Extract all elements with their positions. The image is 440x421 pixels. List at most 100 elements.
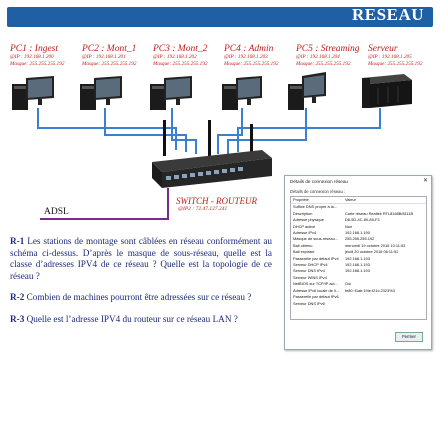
table-cell: jeudi 20 octobre 2016 06:11:52 (345, 249, 399, 255)
table-cell: NetBIOS sur TCP/IP act... (293, 281, 338, 287)
pc5-ip: @IP : 192.168.1.204 (296, 54, 340, 60)
pc1-label: PC1 : Ingest @IP : 192.168.1.200 Masque:… (10, 44, 90, 68)
header-bar (7, 7, 433, 27)
question-text: Les stations de montage sont câblées en … (10, 236, 272, 281)
table-row[interactable]: Passerelle par défaut IPv4 192.168.1.193 (291, 256, 426, 262)
table-cell: Serveur WINS IPv4 (293, 274, 327, 280)
pc1-name: PC1 : Ingest (10, 44, 59, 54)
pc2-ip: @IP : 192.168.1.201 (82, 54, 126, 60)
pc1-mask: Masque: 255.255.255.192 (10, 61, 65, 67)
table-row[interactable]: Serveur DHCP IPv4 192.168.1.193 (291, 262, 426, 268)
pc3-mask: Masque: 255.255.255.192 (153, 61, 208, 67)
dialog-title: Détails de connexion réseau (290, 179, 348, 184)
details-table[interactable]: Propriété Valeur Suffixe DNS propre à la… (290, 196, 427, 320)
server-mask: Masque: 255.255.255.192 (368, 61, 423, 67)
pc4-ip: @IP : 192.168.1.203 (224, 54, 268, 60)
pc2-mask: Masque: 255.255.255.192 (82, 61, 137, 67)
table-cell: Carte réseau Realtek RTL8168B/8111B (345, 210, 414, 216)
table-cell: Adresse physique (293, 217, 324, 223)
table-cell: 192.168.1.193 (345, 262, 370, 268)
header: RESEAU (0, 0, 440, 30)
page-title: RESEAU (352, 5, 424, 24)
cable-pc4 (217, 108, 243, 154)
table-row[interactable]: Passerelle par défaut IPv6 (291, 294, 426, 300)
table-row[interactable]: Bail expirant jeudi 20 octobre 2016 06:11… (291, 249, 426, 255)
table-row[interactable]: Masque de sous-réseau... 255.255.255.192 (291, 236, 426, 242)
pc4-label: PC4 : Admin @IP : 192.168.1.203 Masque: … (224, 44, 304, 68)
column-header: Propriété (293, 197, 309, 202)
pc4-name: PC4 : Admin (224, 44, 274, 54)
table-cell: Bail obtenu (293, 242, 313, 248)
table-cell: Suffixe DNS propre à la... (293, 204, 338, 210)
table-cell: Passerelle par défaut IPv6 (293, 294, 339, 300)
table-cell: fe80::f1ab:1f4e:f21c:2323%3 (345, 287, 395, 293)
switch-label: SWITCH - ROUTEUR (176, 196, 257, 206)
server-name: Serveur (368, 44, 398, 54)
table-row[interactable]: NetBIOS sur TCP/IP act... Oui (291, 281, 426, 287)
cable-pc5 (227, 108, 307, 154)
table-row[interactable]: Serveur WINS IPv4 (291, 275, 426, 281)
pc2-name: PC2 : Mont_1 (82, 44, 137, 54)
question-text: Combien de machines pourront être adress… (24, 292, 252, 302)
table-cell: Oui (345, 281, 352, 287)
question-number: R-3 (10, 314, 25, 324)
table-cell: Adresse IPv6 locale de li... (293, 287, 339, 293)
network-details-dialog: Détails de connexion réseau ✕ Détails de… (284, 175, 432, 350)
table-cell: DHCP activé (293, 223, 316, 229)
pc2-label: PC2 : Mont_1 @IP : 192.168.1.201 Masque:… (82, 44, 162, 68)
pc5-icon (288, 72, 326, 110)
table-row[interactable]: DHCP activé Non (291, 224, 426, 230)
pc1-ip: @IP : 192.168.1.200 (10, 54, 54, 60)
table-cell: Masque de sous-réseau... (293, 236, 338, 242)
table-cell: mercredi 19 octobre 2016 10:11:53 (345, 242, 406, 248)
table-cell: Serveur DHCP IPv4 (293, 262, 328, 268)
pc3-icon (150, 76, 192, 110)
adsl-cable (40, 188, 169, 220)
table-row[interactable]: Serveur DNS IPv6 (291, 301, 426, 307)
table-cell: Passerelle par défaut IPv4 (293, 255, 339, 261)
close-button[interactable]: Fermer (395, 332, 423, 342)
server-ip: @IP : 192.168.1.205 (368, 54, 412, 60)
table-row[interactable]: Adresse IPv4 192.168.1.190 (291, 230, 426, 236)
dialog-subtitle: Détails de connexion réseau : (290, 189, 346, 194)
adsl-label: ADSL (44, 207, 69, 217)
table-row[interactable]: Adresse IPv6 locale de li... fe80::f1ab:1… (291, 288, 426, 294)
table-cell: Adresse IPv4 (293, 230, 317, 236)
cable-pc1 (37, 108, 177, 150)
table-cell: 192.168.1.193 (345, 255, 370, 261)
pc5-mask: Masque: 255.255.255.192 (296, 61, 351, 67)
table-cell: Serveur DNS IPv6 (293, 300, 325, 306)
table-cell: 255.255.255.192 (345, 236, 375, 242)
pc3-label: PC3 : Mont_2 @IP : 192.168.1.202 Masque:… (153, 44, 233, 68)
question-text: Quelle est l’adresse IPV4 du routeur sur… (24, 314, 238, 324)
network-diagram (12, 72, 412, 220)
table-cell: Serveur DNS IPv4 (293, 268, 325, 274)
question-r1: R-1 Les stations de montage sont câblées… (10, 236, 272, 282)
table-row[interactable]: Bail obtenu mercredi 19 octobre 2016 10:1… (291, 243, 426, 249)
cable-pc3 (171, 108, 197, 154)
question-number: R-2 (10, 292, 25, 302)
cable-pc2 (104, 108, 187, 152)
server-label: Serveur @IP : 192.168.1.205 Masque: 255.… (368, 44, 438, 68)
pc5-name: PC5 : Streaming (296, 44, 360, 54)
cable-server (237, 108, 381, 152)
table-cell: Non (345, 223, 353, 229)
table-cell: Bail expirant (293, 249, 315, 255)
table-header: Propriété Valeur (291, 197, 426, 205)
table-row[interactable]: Suffixe DNS propre à la... (291, 204, 426, 210)
question-r3: R-3 Quelle est l’adresse IPV4 du routeur… (10, 314, 272, 326)
pc3-name: PC3 : Mont_2 (153, 44, 208, 54)
server-icon (362, 74, 412, 108)
table-cell: 192.168.1.190 (345, 230, 370, 236)
pc4-icon (222, 76, 262, 110)
pc2-icon (80, 76, 122, 110)
close-icon[interactable]: ✕ (422, 178, 428, 184)
table-cell: 192.168.1.193 (345, 268, 370, 274)
switch-ip: @IP2 : 72.47.127.241 (178, 206, 228, 212)
table-row[interactable]: Serveur DNS IPv4 192.168.1.193 (291, 268, 426, 274)
pc3-ip: @IP : 192.168.1.202 (153, 54, 197, 60)
pc1-icon (12, 76, 54, 110)
pc5-label: PC5 : Streaming @IP : 192.168.1.204 Masq… (296, 44, 376, 68)
